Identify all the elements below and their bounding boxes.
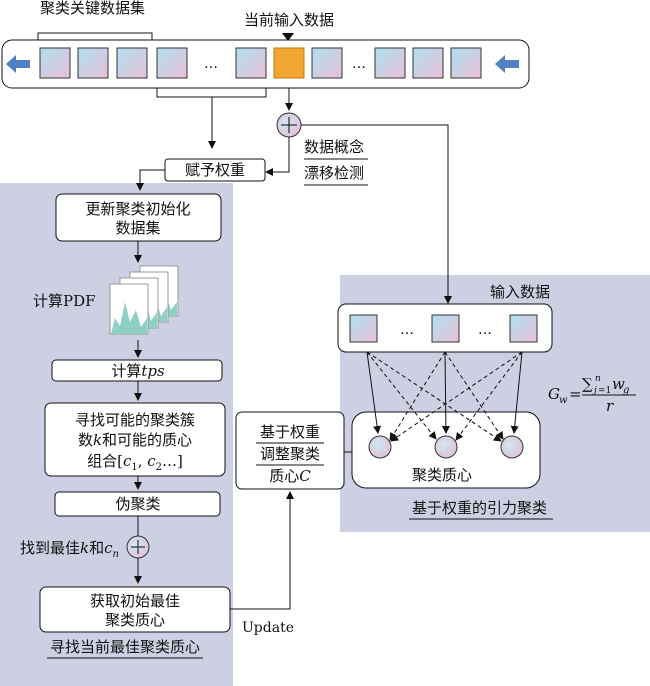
centroid-circle	[368, 435, 392, 459]
assign-weight-label: 赋予权重	[185, 161, 245, 179]
gravity-arrows-dashed	[366, 351, 523, 442]
gravity-formula: G w = ∑ j =1 n w g r	[548, 374, 636, 415]
adjust-line1: 基于权重	[260, 423, 320, 441]
input-cell	[349, 314, 378, 343]
svg-text:=: =	[569, 385, 582, 403]
get-best-line2: 聚类质心	[105, 611, 165, 629]
input-data-label: 输入数据	[490, 283, 550, 301]
svg-text:g: g	[623, 385, 629, 396]
key-set-label: 聚类关键数据集	[40, 0, 145, 17]
find-clusters-line1: 寻找可能的聚类簇	[75, 411, 195, 429]
find-clusters-line2: 数k和可能的质心	[78, 431, 192, 449]
best-k-label: 找到最佳k和cn	[20, 539, 119, 560]
current-input-cell	[273, 47, 305, 79]
data-cell	[156, 47, 188, 79]
left-panel-caption: 寻找当前最佳聚类质心	[50, 638, 200, 656]
svg-text:∑: ∑	[582, 375, 593, 393]
merge-plus-icon-cross	[281, 117, 297, 133]
update-label: Update	[242, 620, 294, 636]
stream-ellipsis: …	[352, 56, 366, 72]
data-cell	[116, 47, 148, 79]
svg-text:n: n	[595, 374, 601, 384]
window-bracket	[156, 88, 267, 98]
input-cell	[509, 314, 538, 343]
gravity-arrow-solid	[441, 351, 450, 434]
adjust-centroid-box	[235, 411, 345, 490]
data-cell	[412, 47, 444, 79]
centroid-circle	[500, 435, 524, 459]
input-cell	[431, 314, 460, 343]
tps-box	[51, 359, 223, 382]
left-arrow-icon	[6, 55, 30, 73]
svg-text:r: r	[606, 397, 614, 415]
input-ellipsis: …	[478, 322, 492, 338]
data-cell	[311, 47, 343, 79]
find-clusters-line3: 组合[c1, c2…]	[87, 452, 183, 473]
svg-text:w: w	[559, 395, 568, 406]
update-arrow	[230, 491, 294, 610]
input-ellipsis: …	[400, 322, 414, 338]
weight-to-update-arrow	[136, 169, 165, 191]
pdf-label: 计算PDF	[33, 292, 96, 310]
right-panel-caption: 基于权重的引力聚类	[412, 499, 547, 517]
data-cell	[374, 47, 406, 79]
svg-text:=1: =1	[598, 386, 611, 396]
svg-text:w: w	[612, 375, 625, 393]
current-input-label: 当前输入数据	[244, 11, 334, 29]
best-k-plus-icon-cross	[131, 540, 145, 554]
right-arrow-icon	[495, 55, 519, 73]
get-best-line1: 获取初始最佳	[90, 592, 180, 610]
plus-to-input-arrow	[301, 124, 452, 304]
data-cell	[39, 47, 71, 79]
gravity-arrow-solid	[510, 351, 523, 434]
data-cell	[77, 47, 109, 79]
stream-ellipsis: …	[204, 56, 218, 72]
adjust-line3: 质心C	[269, 467, 311, 485]
plus-to-weight-line	[265, 137, 290, 176]
find-clusters-box	[44, 402, 226, 477]
update-init-line1: 更新聚类初始化	[85, 200, 190, 218]
pdf-stack-icon	[109, 265, 179, 335]
gravity-arrow-solid	[366, 351, 382, 434]
key-set-bracket	[37, 32, 153, 43]
pseudo-cluster-label: 伪聚类	[115, 495, 160, 513]
drift-label-line1: 数据概念	[304, 138, 364, 156]
data-cell	[235, 47, 267, 79]
current-input-marker	[282, 33, 294, 41]
centroid-label: 聚类质心	[412, 466, 472, 484]
drift-label-line2: 漂移检测	[304, 164, 364, 182]
centroid-circle	[434, 435, 458, 459]
svg-text:j: j	[592, 386, 597, 396]
tps-label: 计算tps	[111, 362, 165, 380]
svg-text:G: G	[548, 385, 560, 403]
data-cell	[450, 47, 482, 79]
update-init-line2: 数据集	[115, 219, 160, 237]
adjust-line2: 调整聚类	[260, 445, 320, 463]
